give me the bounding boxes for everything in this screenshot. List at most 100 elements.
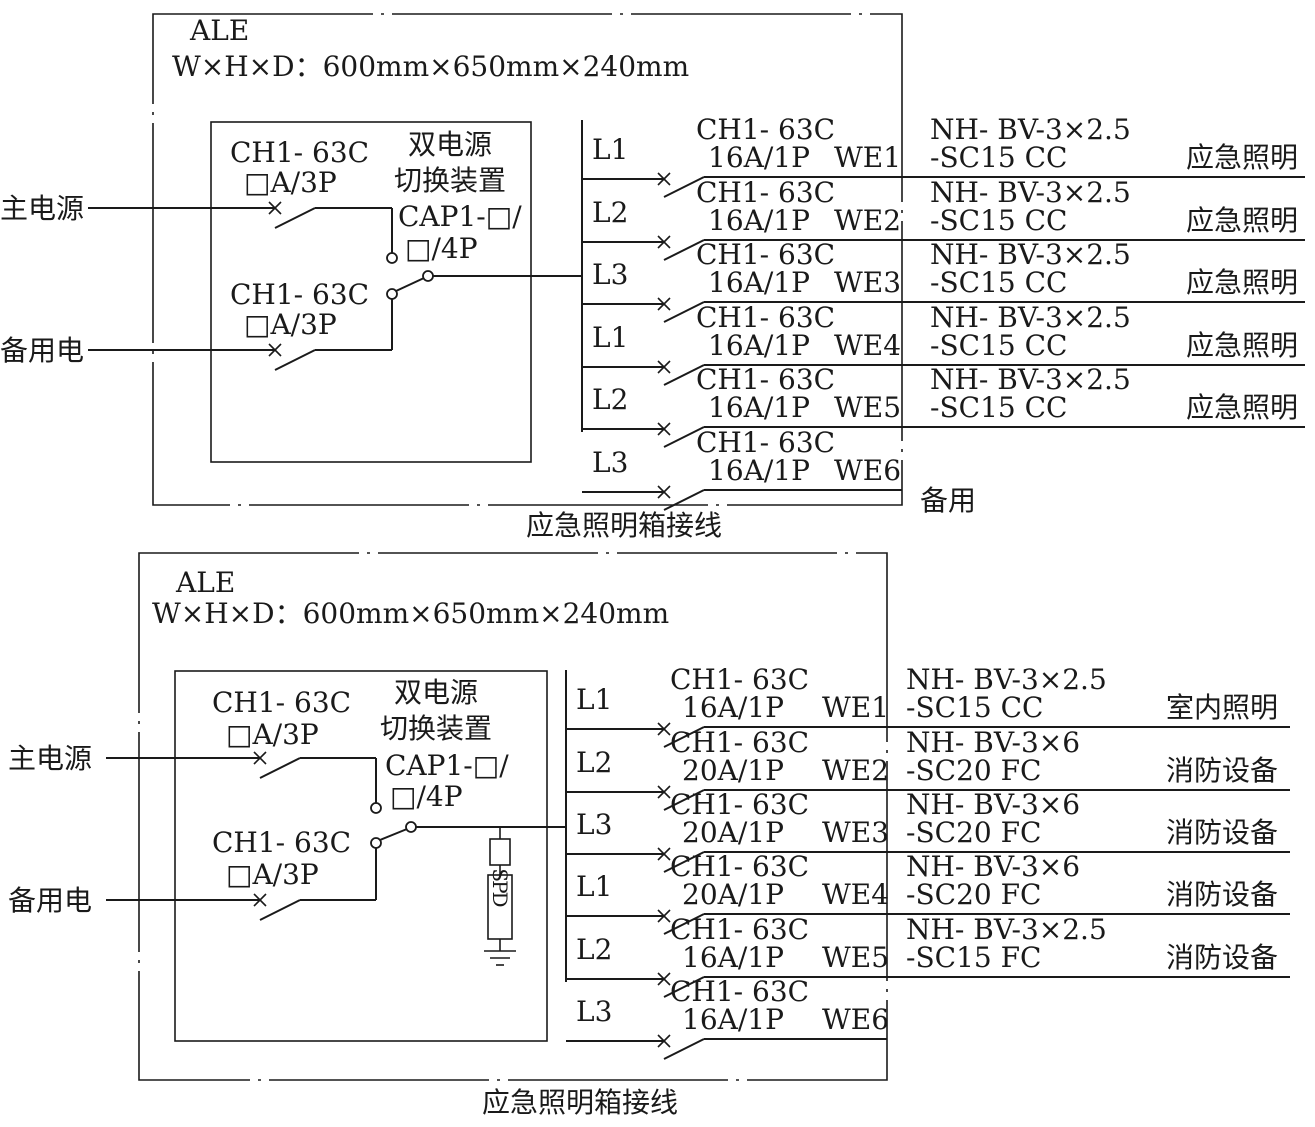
circuit-conduit-spec: -SC15 CC [930,391,1067,424]
backup-breaker-cross [253,893,267,907]
cross-stroke [657,297,671,311]
circuit-breaker-rating: 16A/1P [708,141,810,174]
spd-fuse [489,838,511,866]
circuit-breaker-blade [663,976,705,998]
ats-common-contact [422,270,434,282]
circuit-load-label: 应急照明 [1186,391,1298,424]
ats-title-line2: 切换装置 [380,712,492,745]
circuit-breaker-blade [663,426,705,448]
main-breaker-cross [268,201,282,215]
main-power-label: 主电源 [0,192,84,225]
circuit-load-label: 消防设备 [1166,878,1278,911]
input-breaker-1-model: CH1- 63C [230,136,369,169]
circuit-breaker-rating: 16A/1P [708,391,810,424]
circuit-phase-label: L3 [592,258,628,291]
backup-breaker-blade [274,349,316,371]
circuit-load-label: 消防设备 [1166,754,1278,787]
backup-breaker-cross [268,343,282,357]
cross-stroke [268,343,282,357]
circuit-id: WE3 [834,266,901,299]
circuit-conduit-spec: -SC15 CC [930,329,1067,362]
main-breaker-cross [253,751,267,765]
ats-contact-main [370,802,382,814]
cross-stroke [657,422,671,436]
circuit-id: WE5 [834,391,901,424]
circuit-load-label: 消防设备 [1166,941,1278,974]
circuit-breaker-model: CH1- 63C [696,363,835,396]
circuit-load-label: 备用 [920,484,976,517]
circuit-breaker-model: CH1- 63C [670,663,809,696]
ats-title-line2: 切换装置 [394,164,506,197]
circuit-load-label: 消防设备 [1166,816,1278,849]
circuit-breaker-cross [657,1034,671,1048]
circuit-cable-spec: NH- BV-3×2.5 [930,113,1131,146]
ats-model-line2: □/4P [405,232,478,265]
circuit-breaker-model: CH1- 63C [670,788,809,821]
circuit-breaker-cross [657,972,671,986]
circuit-breaker-rating: 16A/1P [708,454,810,487]
circuit-breaker-cross [657,722,671,736]
switching-unit-box [174,670,548,1042]
ats-model-line1: CAP1-□/ [385,749,509,782]
backup-power-label: 备用电 [8,884,92,917]
cross-stroke [268,201,282,215]
circuit-breaker-blade [663,726,705,748]
diagram-caption: 应急照明箱接线 [526,509,722,542]
circuit-breaker-rating: 16A/1P [708,266,810,299]
diagram-caption: 应急照明箱接线 [482,1086,678,1119]
cross-stroke [657,485,671,499]
cross-stroke [253,893,267,907]
circuit-load-label: 应急照明 [1186,204,1298,237]
dimensions-label: W×H×D：600mm×650mm×240mm [172,50,689,83]
main-power-label: 主电源 [8,742,92,775]
circuit-breaker-blade [663,176,705,198]
circuit-id: WE3 [822,816,889,849]
circuit-id: WE5 [822,941,889,974]
circuit-conduit-spec: -SC15 CC [930,266,1067,299]
circuit-cable-spec: NH- BV-3×2.5 [930,238,1131,271]
cross-stroke [657,785,671,799]
circuit-breaker-cross [657,297,671,311]
box-id-label: ALE [175,566,235,599]
cross-stroke [657,235,671,249]
input-breaker-2-model: CH1- 63C [230,278,369,311]
ats-title-line1: 双电源 [394,676,478,709]
circuit-breaker-cross [657,847,671,861]
circuit-breaker-blade [663,364,705,386]
spd-label: SPD [488,868,512,906]
circuit-phase-label: L1 [576,870,612,903]
circuit-breaker-model: CH1- 63C [670,975,809,1008]
circuit-breaker-blade [663,489,705,511]
circuit-breaker-cross [657,485,671,499]
circuit-load-label: 室内照明 [1166,691,1278,724]
circuit-breaker-cross [657,785,671,799]
input-breaker-1-model: CH1- 63C [212,686,351,719]
circuit-phase-label: L2 [576,933,612,966]
input-breaker-2-rating: □A/3P [226,858,319,891]
circuit-id: WE6 [834,454,901,487]
ats-model-line2: □/4P [390,780,463,813]
circuit-cable-spec: NH- BV-3×2.5 [930,301,1131,334]
circuit-conduit-spec: -SC15 FC [906,941,1041,974]
box-id-label: ALE [189,14,249,47]
ats-model-line1: CAP1-□/ [398,200,522,233]
circuit-breaker-model: CH1- 63C [696,113,835,146]
circuit-load-label: 应急照明 [1186,329,1298,362]
backup-breaker-blade [259,899,301,921]
ats-title-line1: 双电源 [408,128,492,161]
input-breaker-2-rating: □A/3P [244,308,337,341]
cross-stroke [657,172,671,186]
circuit-cable-spec: NH- BV-3×2.5 [906,913,1107,946]
circuit-breaker-model: CH1- 63C [670,726,809,759]
backup-power-label: 备用电 [0,334,84,367]
circuit-breaker-model: CH1- 63C [696,238,835,271]
circuit-id: WE4 [834,329,901,362]
circuit-breaker-rating: 20A/1P [682,878,784,911]
cross-stroke [657,722,671,736]
